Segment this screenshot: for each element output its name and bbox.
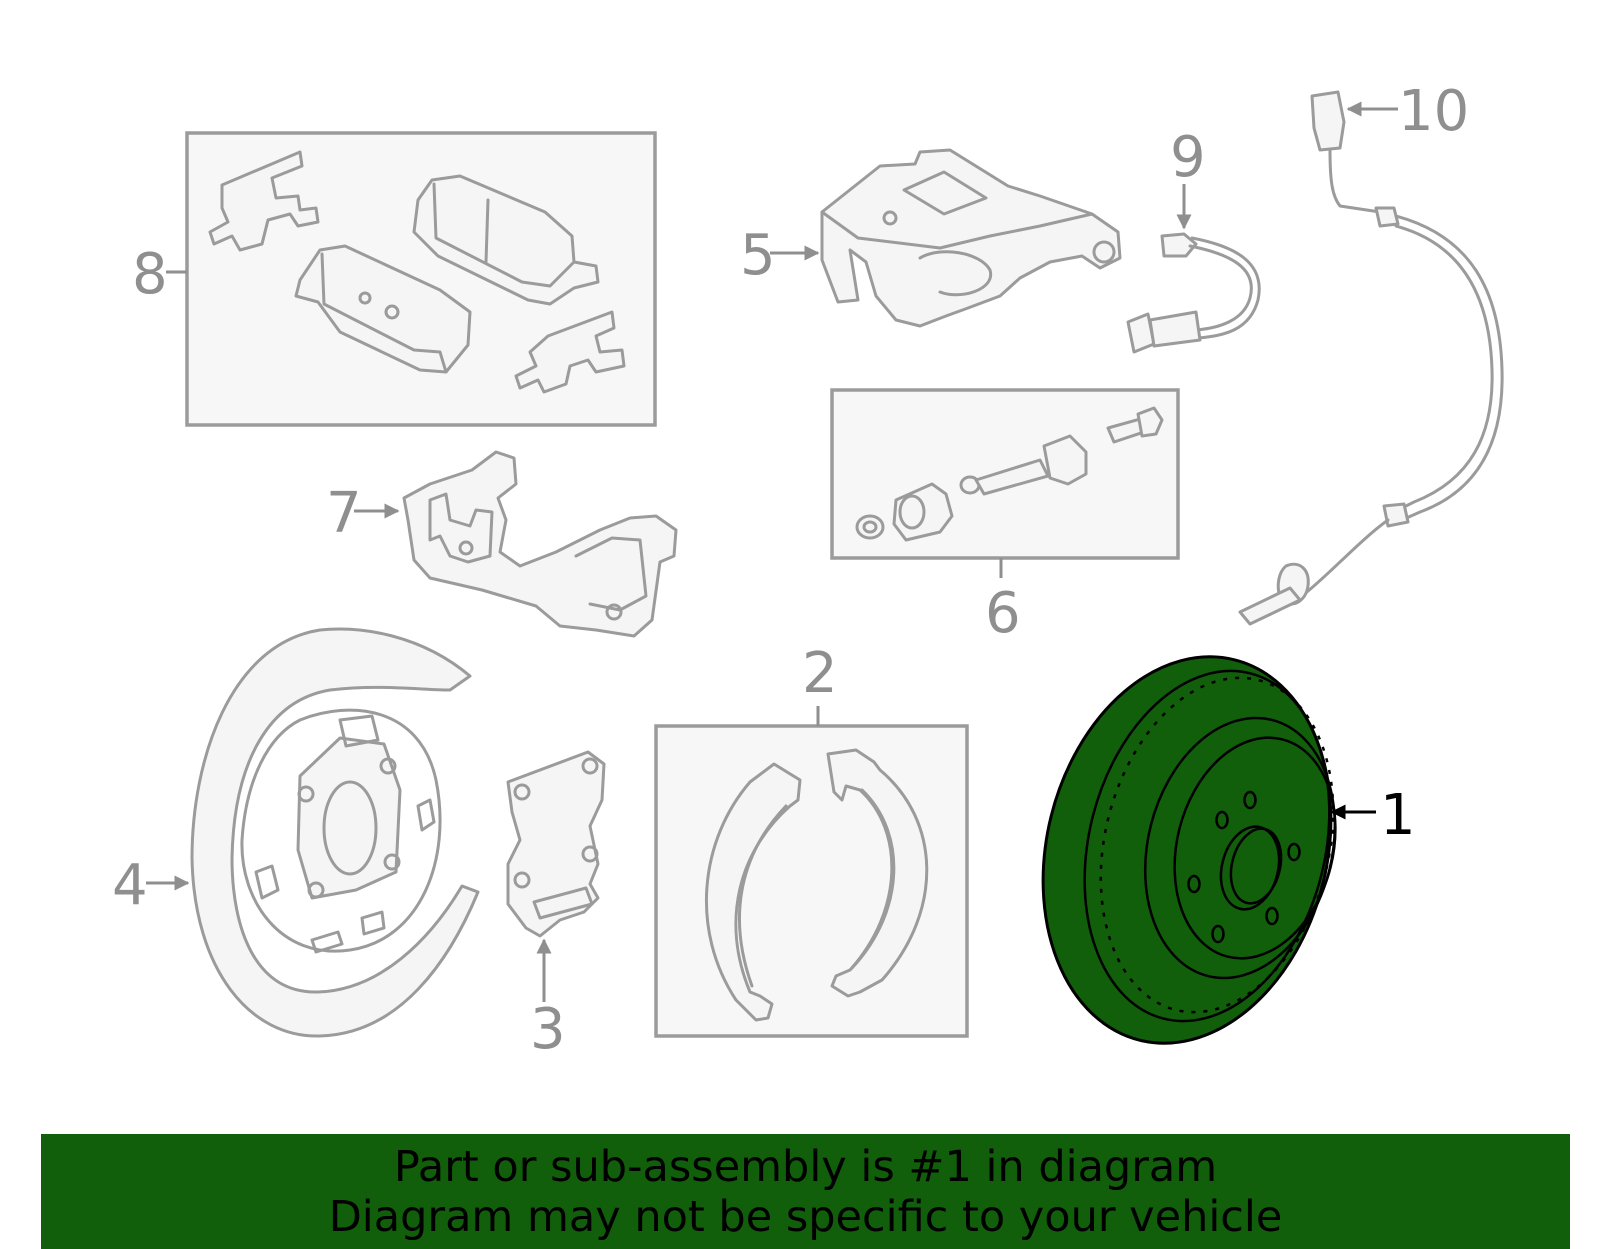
part-7-caliper-bracket[interactable]: 7	[326, 450, 678, 638]
part-3-adjuster-plate[interactable]: 3	[506, 750, 606, 1062]
callout-9: 9	[1170, 125, 1206, 190]
callout-4: 4	[112, 853, 148, 918]
callout-5: 5	[740, 223, 776, 288]
part-9-brake-hose[interactable]: 9	[1126, 125, 1261, 354]
callout-1: 1	[1380, 783, 1416, 848]
part-2-parking-shoes[interactable]: 2	[654, 641, 969, 1038]
part-6-guide-pin-kit[interactable]: 6	[830, 388, 1180, 646]
part-1-brake-rotor[interactable]: 1	[1004, 626, 1416, 1074]
part-10-speed-sensor[interactable]: 10	[1238, 79, 1504, 626]
callout-10: 10	[1398, 79, 1469, 144]
callout-7: 7	[326, 481, 362, 546]
banner-line-1: Part or sub-assembly is #1 in diagram	[393, 1142, 1218, 1192]
callout-6: 6	[985, 581, 1021, 646]
callout-3: 3	[530, 997, 566, 1062]
part-5-caliper[interactable]: 5	[740, 148, 1122, 328]
banner-line-2: Diagram may not be specific to your vehi…	[328, 1192, 1283, 1242]
callout-8: 8	[132, 242, 168, 307]
info-banner: Part or sub-assembly is #1 in diagram Di…	[41, 1134, 1570, 1249]
callout-2: 2	[802, 641, 838, 706]
part-4-splash-shield[interactable]: 4	[112, 627, 480, 1038]
part-8-brake-pads[interactable]: 8	[132, 131, 657, 427]
